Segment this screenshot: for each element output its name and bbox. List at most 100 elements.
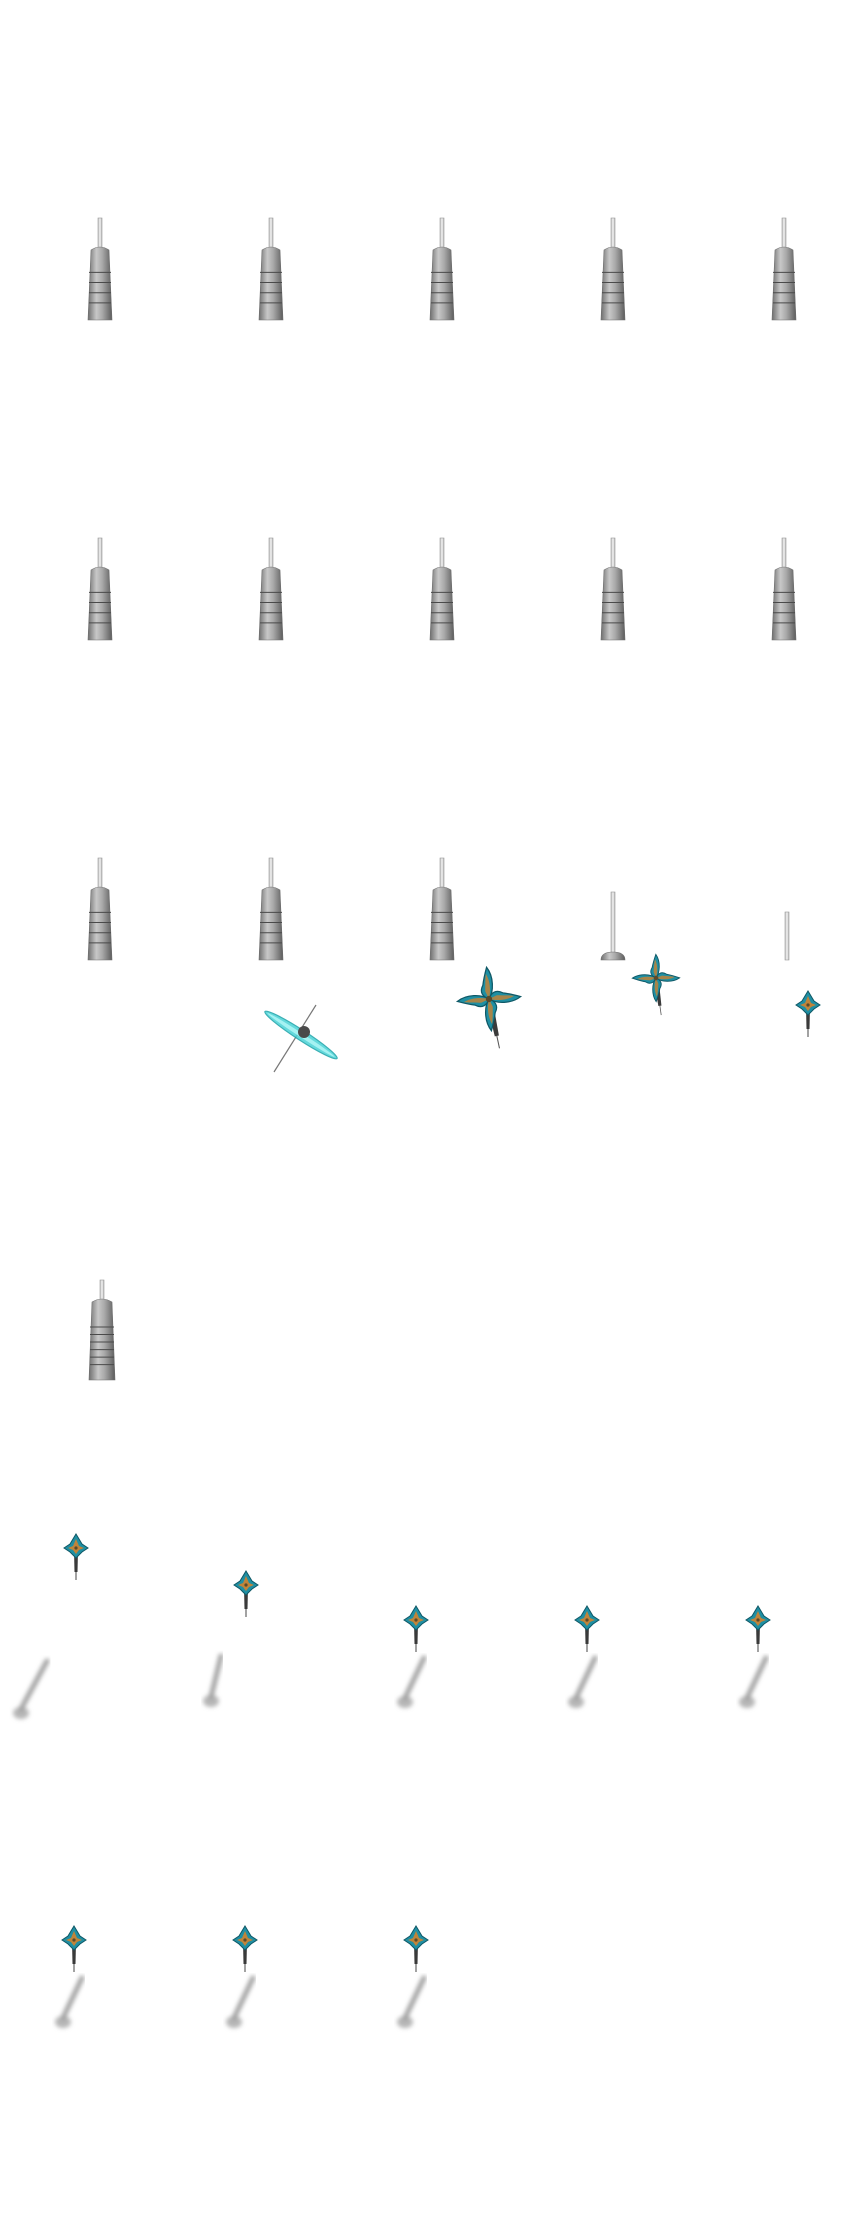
dart-shadow-icon	[397, 1975, 427, 2028]
dart-barrel-icon	[87, 217, 113, 321]
sprite-frame	[684, 1280, 855, 1600]
dart-flight-icon	[61, 1925, 87, 1972]
dart-barrel-icon	[771, 217, 797, 321]
dart-shadow-icon	[203, 1653, 224, 1707]
dart-with-shadow-icon	[397, 1605, 429, 1708]
dart-barrel-icon	[600, 537, 626, 641]
empty-frame	[684, 1280, 855, 1600]
sprite-frame	[513, 1280, 684, 1600]
dart-barrel-icon	[258, 217, 284, 321]
sprite-frame	[171, 0, 342, 321]
dart-with-shadow-icon	[226, 1925, 258, 2028]
sprite-frame	[171, 960, 342, 1280]
dart-barrel-icon	[258, 857, 284, 961]
dart-with-shadow-icon	[739, 1605, 771, 1708]
sprite-frame	[342, 1280, 513, 1600]
dart-barrel-icon	[429, 857, 455, 961]
sprite-frame	[513, 1600, 684, 1920]
dart-barrel-icon	[258, 217, 284, 321]
dart-barrel-icon	[429, 537, 455, 641]
sprite-frame	[513, 953, 684, 1280]
dart-barrel-icon	[771, 217, 797, 321]
sprite-frame	[0, 1920, 171, 2240]
sprite-frame	[513, 640, 684, 961]
dart-flight-icon	[63, 1533, 89, 1580]
dart-barrel-icon	[429, 217, 455, 321]
dart-flight-icon	[232, 1925, 258, 1972]
dart-flight-icon	[745, 1605, 771, 1652]
dart-shadow-icon	[226, 1975, 256, 2028]
sprite-frame	[171, 1570, 342, 1920]
dart-barrel-icon	[600, 217, 626, 321]
dart-barrel-icon	[600, 537, 626, 641]
dart-with-shadow-icon	[203, 1570, 259, 1707]
dart-flight-icon	[455, 965, 523, 1049]
dart-with-shadow-icon	[55, 1925, 87, 2028]
dart-spinning-icon	[264, 1004, 338, 1073]
dart-barrel-icon	[600, 891, 626, 961]
sprite-frame	[513, 0, 684, 321]
sprite-frame	[171, 1280, 342, 1600]
sprite-frame	[342, 960, 523, 1280]
dart-with-shadow-icon	[568, 1605, 600, 1708]
dart-barrel-icon	[600, 217, 626, 321]
sprite-frame	[684, 320, 855, 641]
dart-barrel-icon	[771, 537, 797, 641]
dart-with-shadow-icon	[397, 1925, 429, 2028]
dart-barrel-icon	[771, 537, 797, 641]
dart-flight-icon	[574, 1605, 600, 1652]
dart-shadow-icon	[397, 1655, 427, 1708]
sprite-frame	[0, 0, 171, 321]
dart-shadow-icon	[55, 1975, 85, 2028]
sprite-frame	[342, 640, 513, 961]
dart-barrel-icon	[87, 217, 113, 321]
dart-barrel-icon	[258, 857, 284, 961]
sprite-frame	[513, 320, 684, 641]
dart-spinning-icon	[264, 1004, 338, 1073]
sprite-frame	[0, 1533, 171, 1920]
dart-barrel-icon	[429, 857, 455, 961]
sprite-frame	[171, 640, 342, 961]
sprite-frame	[0, 1279, 171, 1600]
dart-barrel-icon	[87, 857, 113, 961]
dart-barrel-icon	[600, 891, 626, 961]
sprite-frame	[684, 640, 855, 961]
dart-flight-icon	[455, 965, 523, 1049]
sprite-frame	[171, 320, 342, 641]
sprite-frame	[342, 320, 513, 641]
sprite-frame	[342, 1600, 513, 1920]
empty-frame	[513, 1280, 684, 1600]
dart-barrel-icon	[87, 537, 113, 641]
sprite-frame	[684, 960, 855, 1280]
dart-flight-icon	[631, 953, 681, 1016]
dart-flight-icon	[795, 990, 821, 1037]
dart-barrel-icon	[429, 217, 455, 321]
dart-shadow-icon	[13, 1658, 50, 1719]
dart-shadow-icon	[568, 1655, 598, 1708]
dart-with-shadow-icon	[13, 1533, 89, 1719]
dart-shaft-icon	[784, 911, 790, 961]
dart-flight-icon	[631, 953, 681, 1016]
dart-flight-icon	[233, 1570, 259, 1617]
sprite-frame	[0, 640, 171, 961]
empty-frame	[171, 1280, 342, 1600]
dart-barrel-icon	[258, 537, 284, 641]
dart-barrel-icon	[429, 537, 455, 641]
empty-frame	[342, 1280, 513, 1600]
dart-barrel-icon	[87, 857, 113, 961]
dart-shaft-icon	[784, 911, 790, 961]
dart-barrel-icon	[258, 537, 284, 641]
dart-shadow-icon	[739, 1655, 769, 1708]
empty-frame	[0, 960, 171, 1280]
dart-flight-icon	[795, 990, 821, 1037]
dart-sprite-sheet	[0, 0, 855, 2028]
sprite-frame	[0, 960, 171, 1280]
sprite-frame	[684, 0, 855, 321]
sprite-frame	[0, 320, 171, 641]
sprite-frame	[342, 1920, 513, 2240]
sprite-frame	[684, 1600, 855, 1920]
sprite-frame	[342, 0, 513, 321]
dart-barrel-icon	[87, 537, 113, 641]
sprite-frame	[171, 1920, 342, 2240]
dart-barrel-icon	[88, 1279, 116, 1381]
